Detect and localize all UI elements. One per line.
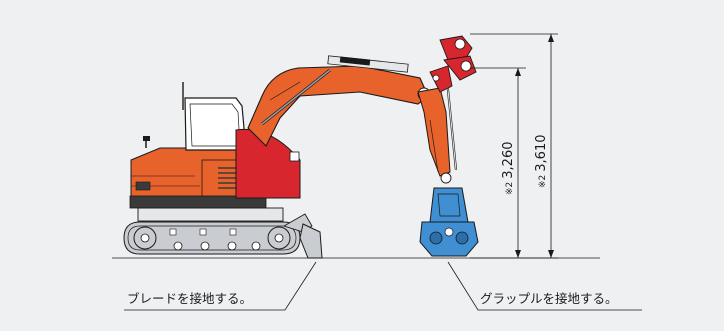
dimension-inner xyxy=(470,67,526,259)
dozer-blade xyxy=(282,213,323,259)
callout-blade-label: ブレードを接地する。 xyxy=(127,291,253,306)
callout-grapple-label: グラップルを接地する。 xyxy=(480,291,618,306)
dimension-outer-note: ※2 xyxy=(538,175,548,188)
svg-text:※23,260: ※2 3,260 xyxy=(501,142,516,196)
grapple xyxy=(419,187,479,257)
svg-text:※23,610: ※2 3,610 xyxy=(534,135,549,189)
dimension-inner-value: 3,260 xyxy=(501,142,516,179)
upper-carriage xyxy=(129,136,284,222)
callout-grapple-leader xyxy=(447,261,642,311)
dimension-outer-value: 3,610 xyxy=(534,135,549,172)
callout-blade-leader xyxy=(124,261,317,311)
dimension-inner-note: ※2 xyxy=(505,182,515,195)
boom-assembly xyxy=(235,128,301,199)
grapple-head-red xyxy=(429,35,477,93)
crawler-track xyxy=(123,221,301,255)
boom xyxy=(247,55,431,147)
dimension-outer xyxy=(470,33,558,259)
